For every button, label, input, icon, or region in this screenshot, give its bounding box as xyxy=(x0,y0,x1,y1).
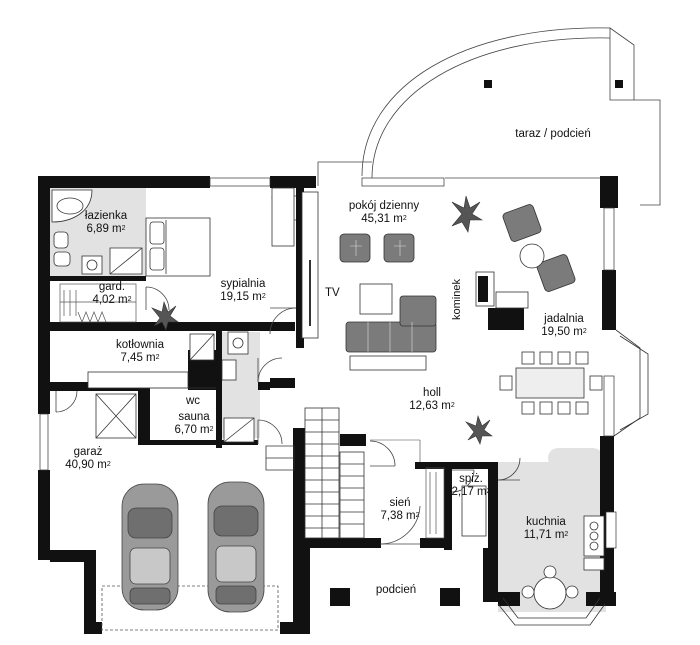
bay-window xyxy=(497,329,649,626)
plant-icons xyxy=(151,195,493,445)
car-right xyxy=(207,481,265,613)
dining-furniture xyxy=(499,204,603,415)
room-label-sypialnia: sypialnia 19,15 m2 xyxy=(220,278,266,303)
room-label-kuchnia: kuchnia 11,71 m2 xyxy=(523,516,569,541)
bathroom-fixtures xyxy=(51,189,255,443)
terrace xyxy=(317,27,661,206)
wardrobe-shelves xyxy=(59,283,445,539)
car-left xyxy=(121,483,179,611)
room-divider-lines xyxy=(138,387,421,462)
room-label-podcien: podcień xyxy=(375,584,417,596)
staircase xyxy=(265,407,365,539)
tv-label: TV xyxy=(325,287,340,299)
room-label-taraz-podcien: taraz / podcień xyxy=(515,128,591,140)
bedroom-furniture xyxy=(145,187,319,339)
room-label-gard: gard. 4,02 m2 xyxy=(92,281,132,306)
kitchen-furniture xyxy=(461,485,605,610)
room-label-wc: wc xyxy=(185,395,201,407)
room-label-garaz: garaż 40,90 m2 xyxy=(65,446,111,471)
room-label-spiz: spiż. 2,17 m2 xyxy=(451,473,491,498)
room-label-holl: holl 12,63 m2 xyxy=(409,387,455,412)
windows xyxy=(39,177,617,549)
kominek-label: kominek xyxy=(451,279,463,320)
room-label-pokoj-dzienny: pokój dzienny 45,31 m2 xyxy=(348,200,420,225)
living-room-furniture xyxy=(339,233,529,371)
room-label-jadalnia: jadalnia 19,50 m2 xyxy=(541,313,587,338)
room-label-sauna: sauna 6,70 m2 xyxy=(174,411,214,436)
room-label-sien: sień 7,38 m2 xyxy=(380,497,420,522)
room-label-lazienka: łazienka 6,89 m2 xyxy=(84,210,128,235)
boiler-room-equipment xyxy=(87,333,215,439)
room-label-kotlownia: kotłownia 7,45 m2 xyxy=(116,339,164,364)
garage-door xyxy=(101,585,279,631)
